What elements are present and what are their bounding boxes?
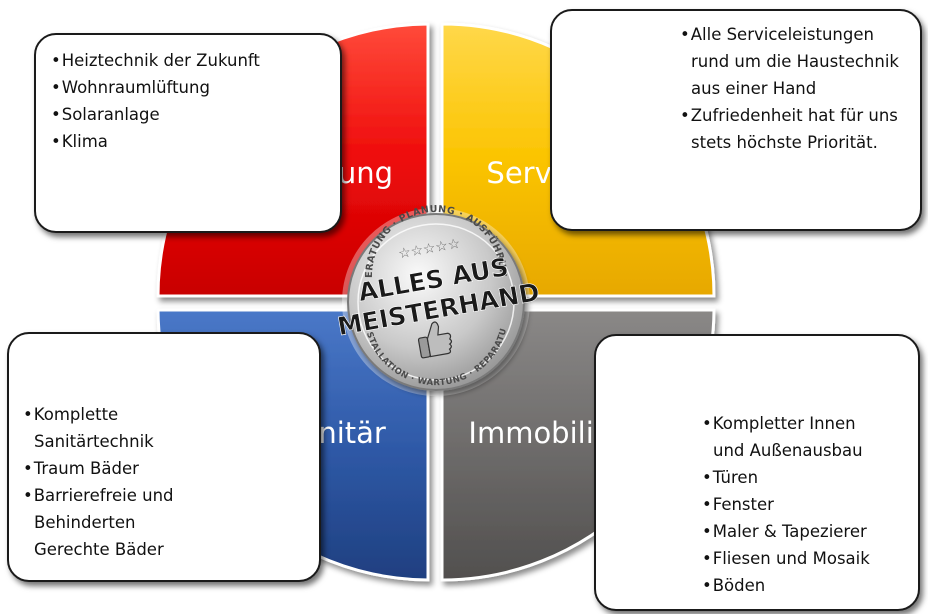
heizung-info-box: Heiztechnik der Zukunft Wohnraumlüftung … <box>34 33 342 233</box>
immobilie-info-box: Kompletter Innen und Außenausbau Türen F… <box>594 334 920 611</box>
list-item: Fliesen und Mosaik <box>702 545 912 572</box>
list-item: Kompletter Innen und Außenausbau <box>702 410 912 464</box>
service-info-box: Alle Serviceleistungen rund um die Haust… <box>550 9 922 231</box>
list-item: Solaranlage <box>51 101 330 128</box>
list-item: Fenster <box>702 491 912 518</box>
sanitaer-info-box: Komplette Sanitärtechnik Traum Bäder Bar… <box>7 332 321 582</box>
service-items: Alle Serviceleistungen rund um die Haust… <box>680 21 912 156</box>
thumbs-up-icon <box>417 321 453 359</box>
quadrant-label-immobilie: Immobilie <box>468 416 611 450</box>
list-item: Wohnraumlüftung <box>51 74 330 101</box>
list-item: Böden <box>702 572 912 599</box>
sanitaer-items: Komplette Sanitärtechnik Traum Bäder Bar… <box>23 401 311 563</box>
heizung-items: Heiztechnik der Zukunft Wohnraumlüftung … <box>51 47 330 155</box>
list-item: Barrierefreie und Behinderten Gerechte B… <box>23 482 311 563</box>
list-item: Zufriedenheit hat für uns stets höchste … <box>680 102 912 156</box>
list-item: Heiztechnik der Zukunft <box>51 47 330 74</box>
list-item: Klima <box>51 128 330 155</box>
immobilie-items: Kompletter Innen und Außenausbau Türen F… <box>702 410 912 599</box>
list-item: Türen <box>702 464 912 491</box>
list-item: Traum Bäder <box>23 455 311 482</box>
list-item: Komplette Sanitärtechnik <box>23 401 311 455</box>
list-item: Maler & Tapezierer <box>702 518 912 545</box>
list-item: Alle Serviceleistungen rund um die Haust… <box>680 21 912 102</box>
